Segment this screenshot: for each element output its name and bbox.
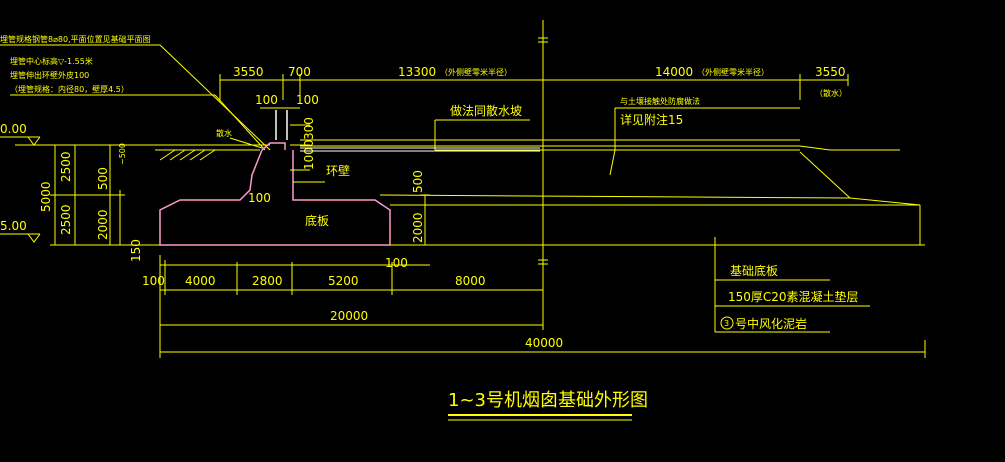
foundation-notes-leader [714, 237, 870, 333]
dim-13300: 13300 [398, 65, 436, 79]
dim-100-bottom-b: 100 [385, 256, 408, 270]
drain-label: （散水） [815, 88, 847, 98]
dim-3550-left: 3550 [233, 65, 264, 79]
pipe-note-1: 埋管规格钢管8⌀80,平面位置见基础平面图 [0, 34, 151, 44]
ground-hatch [155, 149, 260, 161]
dim-14000: 14000 [655, 65, 693, 79]
dim-2500-lower: 2500 [59, 204, 73, 235]
same-as-drain-note: 做法同散水坡 [450, 103, 522, 118]
drain-slope-layers [300, 119, 900, 199]
dim-2800: 2800 [252, 274, 283, 288]
rock-layer-note: 号中风化泥岩 [735, 316, 807, 331]
drawing-title: 1~3号机烟囱基础外形图 [448, 390, 648, 411]
dim-100-pipe-b: 100 [296, 93, 319, 107]
pipe-note-2: 埋管中心标高▽-1.55米 [10, 56, 93, 66]
dim-100-wall: 100 [248, 191, 271, 205]
embedded-pipe [275, 110, 288, 140]
leader-lines-notes [0, 44, 271, 151]
foundation-outline [159, 142, 391, 246]
dim-20000: 20000 [330, 309, 368, 323]
outer-radius-label: （外侧壁零米半径） [440, 67, 512, 77]
cushion-note: 150厚C20素混凝土垫层 [728, 289, 859, 304]
top-dimension-line [219, 74, 849, 100]
left-vertical-dims [50, 144, 160, 246]
dim-5000: 5000 [39, 181, 53, 212]
outer-radius-label-2: （外侧壁零米半径） [697, 67, 769, 77]
dim-4000: 4000 [185, 274, 216, 288]
right-vertical-dims [420, 194, 430, 245]
dim-2000-right: 2000 [411, 212, 425, 243]
dim-100-bottom: 100 [142, 274, 165, 288]
dim-500-right: 500 [411, 170, 425, 193]
dim-3550-right: 3550 [815, 65, 846, 79]
drain-leader [229, 137, 263, 149]
soil-contact-leader [609, 107, 800, 176]
elevation-5: 5.00 [0, 219, 27, 233]
dim-500-approx: ~500 [118, 143, 127, 165]
base-plate-label: 底板 [305, 213, 329, 228]
dim-2500-upper: 2500 [59, 151, 73, 182]
dim-1000: 1000 [302, 139, 316, 170]
pipe-note-3: 埋管伸出环壁外皮100 [10, 70, 89, 80]
drain-surface-white [300, 147, 540, 152]
elevation-0: 0.00 [0, 122, 27, 136]
soil-contact-note: 与土壤接触处防腐做法 [620, 96, 700, 106]
dim-40000: 40000 [525, 336, 563, 350]
dim-500-left: 500 [96, 167, 110, 190]
base-plate-right [379, 194, 925, 246]
title-underline [448, 414, 632, 421]
dim-700: 700 [288, 65, 311, 79]
see-note-15: 详见附注15 [620, 112, 683, 127]
dim-150: 150 [129, 239, 143, 262]
rock-layer-num: 3 [724, 319, 729, 328]
foundation-bottom-note: 基础底板 [730, 263, 778, 278]
dim-300: 300 [302, 117, 316, 140]
dim-100-pipe-a: 100 [255, 93, 278, 107]
dim-8000: 8000 [455, 274, 486, 288]
dim-2000-left: 2000 [96, 209, 110, 240]
ring-wall-label: 环壁 [326, 163, 350, 178]
dim-5200: 5200 [328, 274, 359, 288]
bottom-dimension-lines [159, 255, 926, 358]
drain-note: 散水 [216, 128, 232, 138]
pipe-note-4: （埋管规格：内径80，壁厚4.5） [10, 84, 129, 94]
pipe-dims [260, 107, 310, 171]
